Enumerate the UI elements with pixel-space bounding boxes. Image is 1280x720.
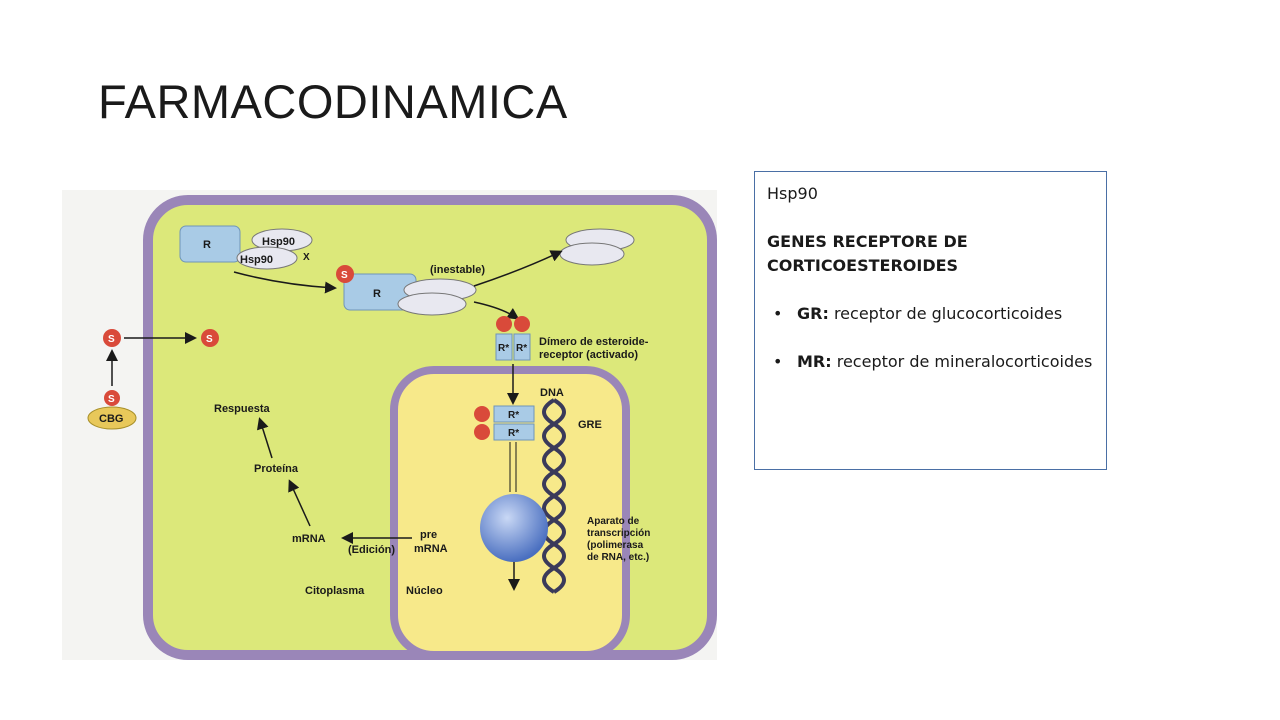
steroid-label: S (341, 270, 348, 281)
free-steroid-extracellular: S (103, 329, 121, 347)
steroid-receptor-diagram: R Hsp90 Hsp90 X S R (inestable) S S S CB… (62, 190, 717, 660)
dna-label: DNA (540, 387, 564, 399)
steroid-label-2: S (108, 334, 115, 345)
info-heading: GENES RECEPTORE DE CORTICOESTEROIDES (767, 230, 1094, 278)
aparato-label-4: de RNA, etc.) (587, 552, 649, 563)
aparato-label-3: (polimerasa (587, 540, 644, 551)
pre-label: pre (420, 529, 437, 541)
cbg-label: CBG (99, 413, 123, 425)
receptor-hsp90-complex: R Hsp90 Hsp90 X (179, 225, 313, 270)
gr-desc: receptor de glucocorticoides (833, 304, 1063, 323)
r-star-label-4: R* (508, 428, 519, 439)
cbg-complex: S CBG (87, 390, 137, 430)
dimero-label-1: Dímero de esteroide- (539, 336, 649, 348)
x-label: X (303, 252, 310, 263)
dimero-label-2: receptor (activado) (539, 349, 638, 361)
list-item-mr: • MR: receptor de mineralocorticoides (773, 350, 1094, 374)
receptor-r-label-2: R (373, 288, 381, 300)
rna-polymerase (480, 494, 548, 562)
dimer-bound-gre: R* R* DNA GRE (474, 387, 602, 441)
r-star-label: R* (498, 343, 509, 354)
inestable-label: (inestable) (430, 264, 485, 276)
hsp90-label-b: Hsp90 (240, 254, 273, 266)
hsp90-label-a: Hsp90 (262, 236, 295, 248)
steroid-receptor-unstable: S R (inestable) (336, 264, 485, 316)
edicion-label: (Edición) (348, 544, 395, 556)
r-star-label-3: R* (508, 410, 519, 421)
gr-term: GR: (797, 304, 829, 323)
info-heading-text: GENES RECEPTORE DE CORTICOESTEROIDES (767, 232, 968, 275)
released-hsp90 (559, 228, 635, 266)
info-box: Hsp90 GENES RECEPTORE DE CORTICOESTEROID… (754, 171, 1107, 470)
activated-dimer: R* R* Dímero de esteroide- receptor (act… (495, 316, 649, 361)
steroid-label-4: S (108, 394, 115, 405)
receptor-list: • GR: receptor de glucocorticoides • MR:… (767, 302, 1094, 374)
aparato-label-2: transcripción (587, 528, 650, 539)
mr-desc: receptor de mineralocorticoides (836, 352, 1093, 371)
steroid-label-3: S (206, 334, 213, 345)
citoplasma-label: Citoplasma (305, 585, 365, 597)
list-item-gr: • GR: receptor de glucocorticoides (773, 302, 1094, 326)
mr-term: MR: (797, 352, 832, 371)
slide-title: FARMACODINAMICA (98, 75, 568, 128)
bullet-icon: • (773, 352, 783, 371)
gre-label: GRE (578, 419, 602, 431)
receptor-r-label: R (203, 239, 211, 251)
r-star-label-2: R* (516, 343, 527, 354)
nucleo-label: Núcleo (406, 585, 443, 597)
pre-mrna-label: mRNA (414, 543, 448, 555)
free-steroid-cytoplasm: S (201, 329, 219, 347)
mrna-label: mRNA (292, 533, 326, 545)
bullet-icon: • (773, 304, 783, 323)
proteina-label: Proteína (254, 463, 299, 475)
respuesta-label: Respuesta (214, 403, 271, 415)
info-line-hsp90: Hsp90 (767, 184, 818, 203)
aparato-label-1: Aparato de (587, 516, 640, 527)
